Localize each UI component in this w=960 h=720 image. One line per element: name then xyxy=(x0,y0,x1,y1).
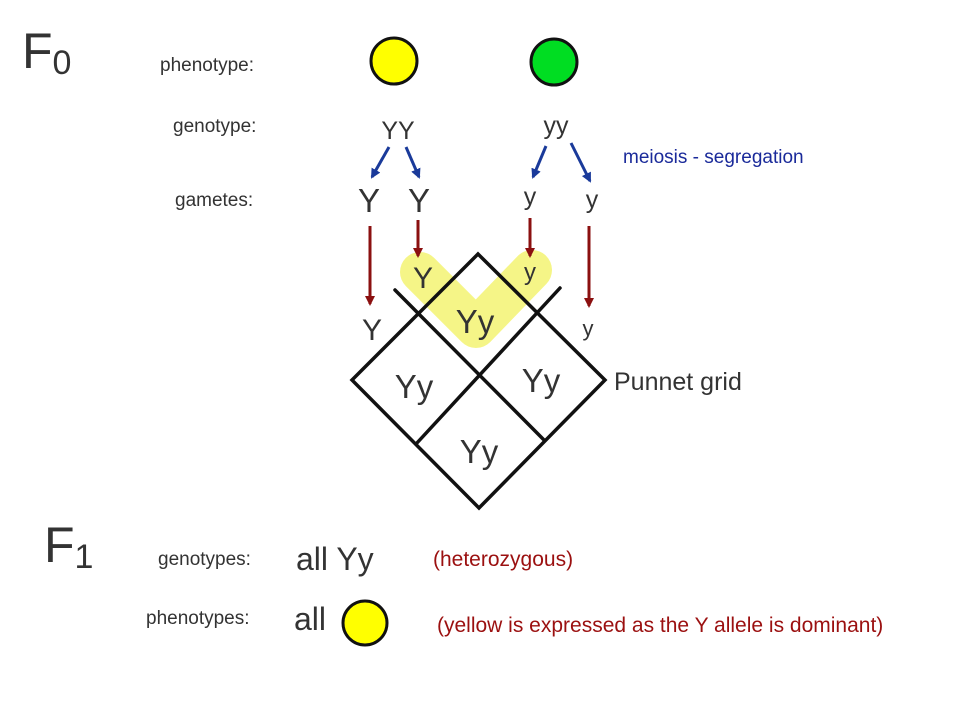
gamete-Y-2: Y xyxy=(408,182,430,219)
meiosis-arrow-4 xyxy=(569,142,592,183)
grid-allele-top-left: Y xyxy=(413,262,433,295)
grid-cell-right: Yy xyxy=(522,362,561,399)
gamete-y-1: y xyxy=(524,183,537,211)
f1-phenotypes-note: (yellow is expressed as the Y allele is … xyxy=(437,614,883,637)
f1-title: F1 xyxy=(44,517,93,576)
green-phenotype-circle xyxy=(529,37,579,87)
f0-title: F0 xyxy=(22,23,71,82)
gamete-Y-1: Y xyxy=(358,182,380,219)
genotype-label: genotype: xyxy=(173,116,256,137)
gametes-label: gametes: xyxy=(175,190,253,211)
yellow-phenotype-circle xyxy=(369,36,419,86)
phenotype-label: phenotype: xyxy=(160,55,254,76)
f1-genotypes-note: (heterozygous) xyxy=(433,548,573,571)
parent-genotype-right: yy xyxy=(544,112,570,140)
f1-phenotypes-value: all xyxy=(294,601,326,637)
parent-genotype-left: YY xyxy=(381,117,415,145)
grid-cell-left: Yy xyxy=(395,368,434,405)
grid-allele-side-right: y xyxy=(583,316,594,341)
meiosis-label: meiosis - segregation xyxy=(623,147,804,168)
meiosis-arrow-1 xyxy=(370,146,391,179)
genotypes-label: genotypes: xyxy=(158,549,251,570)
f1-yellow-phenotype-circle xyxy=(341,599,389,647)
gamete-y-2: y xyxy=(586,186,599,214)
grid-cell-top: Yy xyxy=(456,303,495,340)
meiosis-arrow-2 xyxy=(404,146,421,179)
meiosis-arrow-3 xyxy=(531,145,548,179)
punnett-grid xyxy=(349,251,608,511)
grid-allele-side-left: Y xyxy=(362,314,382,347)
grid-allele-top-right: y xyxy=(524,259,536,286)
punnet-grid-label: Punnet grid xyxy=(614,368,742,396)
f1-genotypes-value: all Yy xyxy=(296,541,374,577)
phenotypes-label: phenotypes: xyxy=(146,608,250,629)
grid-cell-bottom: Yy xyxy=(460,433,499,470)
